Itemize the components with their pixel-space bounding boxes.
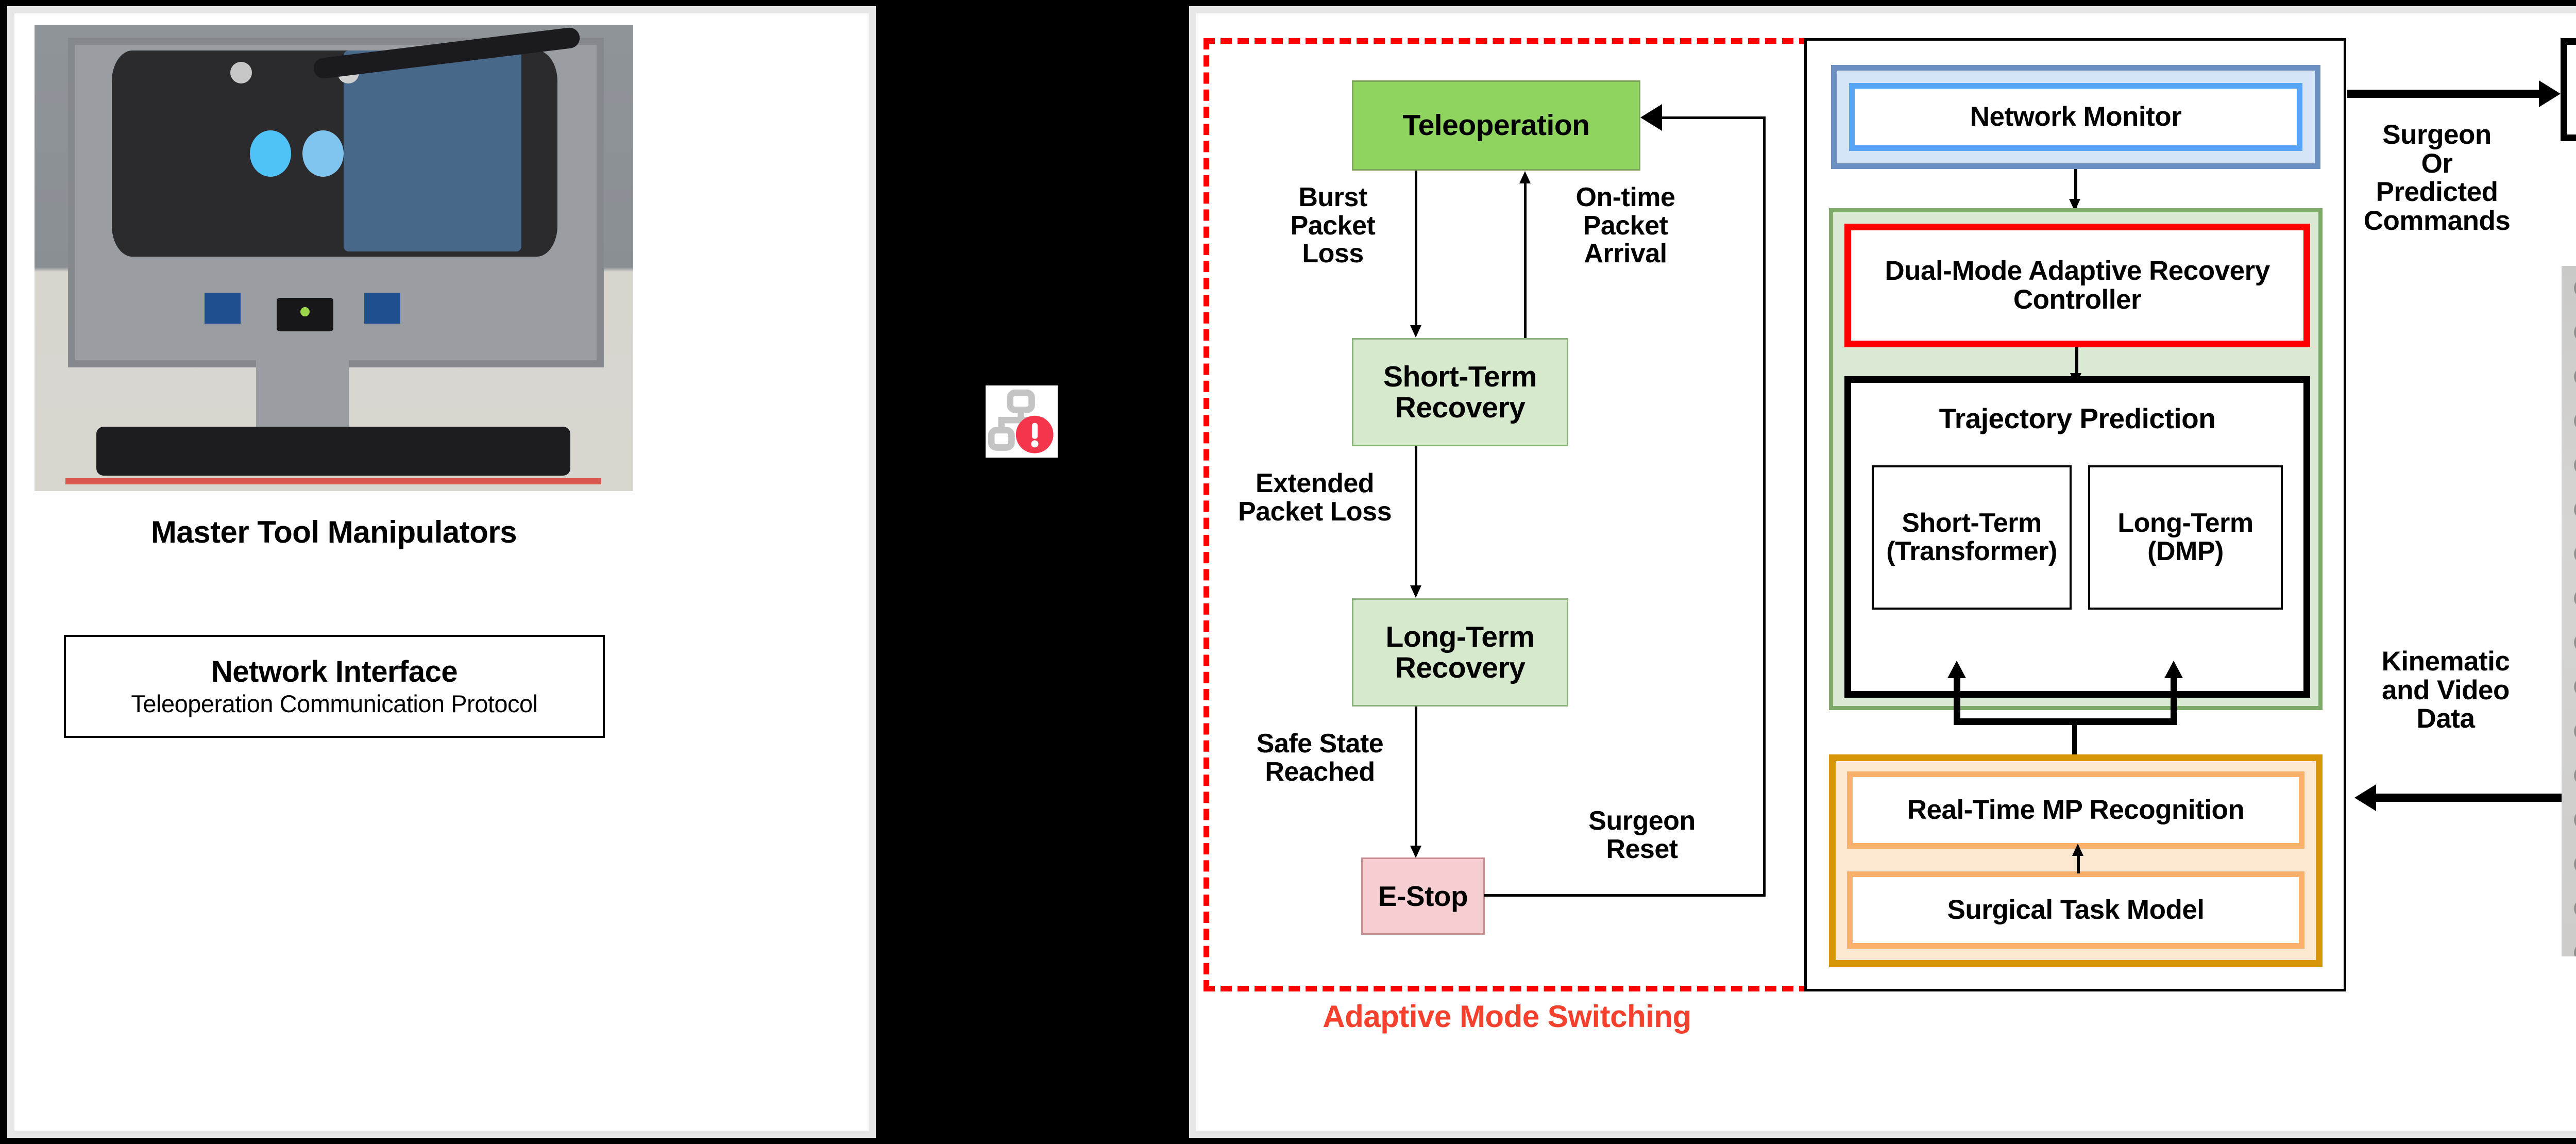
link-mp-trunk [2072, 718, 2077, 769]
recovery-controller-box: Dual-Mode Adaptive Recovery Controller [1844, 224, 2310, 347]
state-teleoperation: Teleoperation [1352, 80, 1640, 171]
network-interface-title: Network Interface [211, 655, 458, 689]
recovery-region-frame: Dual-Mode Adaptive Recovery Controller T… [1829, 208, 2323, 710]
link-task-to-mp-arrowhead [2072, 844, 2083, 856]
link-recovery-to-prediction [2075, 347, 2078, 384]
network-monitor-frame: Network Monitor [1831, 65, 2320, 169]
transition-estop-to-teleop-v [1763, 116, 1766, 897]
system-diagram-panel: Adaptive Mode Switching Teleoperation Bu… [1189, 6, 2576, 1138]
transition-short-to-long [1415, 446, 1417, 592]
master-caption: Master Tool Manipulators [150, 515, 517, 549]
patient-side-manipulators-photo [2562, 266, 2576, 956]
network-interface-box: Network Interface Teleoperation Communic… [64, 635, 605, 738]
prediction-module-short-term: Short-Term(Transformer) [1872, 465, 2072, 610]
transition-estop-to-teleop-arrowhead [1640, 104, 1662, 131]
surgeon-console-photo [35, 25, 633, 491]
link-mp-to-short-arrowhead [1947, 661, 1966, 678]
link-mp-to-long-arrowhead [2164, 661, 2183, 678]
commands-link-arrowhead [2539, 80, 2561, 107]
network-monitor-box: Network Monitor [1849, 83, 2302, 151]
link-mp-to-long-v [2171, 678, 2177, 719]
mp-recognition-box: Real-Time MP Recognition [1847, 771, 2304, 849]
master-side-panel: Master Tool Manipulators Network Interfa… [7, 6, 876, 1138]
trajectory-prediction-box: Trajectory Prediction Short-Term(Transfo… [1844, 376, 2310, 698]
transition-long-to-estop-arrowhead [1410, 846, 1421, 858]
feedback-link-arrowhead [2354, 784, 2376, 811]
transition-short-to-teleop [1524, 183, 1527, 338]
state-e-stop: E-Stop [1361, 857, 1485, 935]
trajectory-prediction-title: Trajectory Prediction [1939, 402, 2216, 434]
link-monitor-to-recovery [2074, 169, 2077, 209]
network-error-icon [986, 385, 1058, 458]
link-mp-to-short-v [1954, 678, 1960, 719]
transition-estop-to-teleop-top [1660, 116, 1766, 119]
transition-short-to-long-arrowhead [1410, 585, 1421, 598]
transition-teleop-to-short-arrowhead [1410, 325, 1421, 338]
pd-controller-box: Real-Time PD Controller [2561, 38, 2576, 141]
psm-caption: Patient Side Manipulators [2562, 995, 2576, 1028]
network-interface-subtitle: Teleoperation Communication Protocol [131, 689, 538, 717]
transition-long-to-estop [1415, 706, 1417, 852]
surgical-task-model-box: Surgical Task Model [1847, 871, 2304, 949]
transition-estop-to-teleop-h [1484, 894, 1765, 897]
commands-link-h [2347, 90, 2543, 98]
adaptive-mode-switching-label: Adaptive Mode Switching [1323, 999, 1691, 1034]
link-mp-to-modules-h [1954, 718, 2177, 725]
transition-teleop-to-short [1415, 171, 1417, 331]
link-task-to-mp [2077, 853, 2080, 873]
feedback-link-h [2376, 794, 2562, 802]
prediction-module-long-term: Long-Term(DMP) [2088, 465, 2283, 610]
mp-recognition-region-frame: Real-Time MP Recognition Surgical Task M… [1829, 754, 2323, 967]
transition-short-to-teleop-arrowhead [1519, 171, 1531, 183]
